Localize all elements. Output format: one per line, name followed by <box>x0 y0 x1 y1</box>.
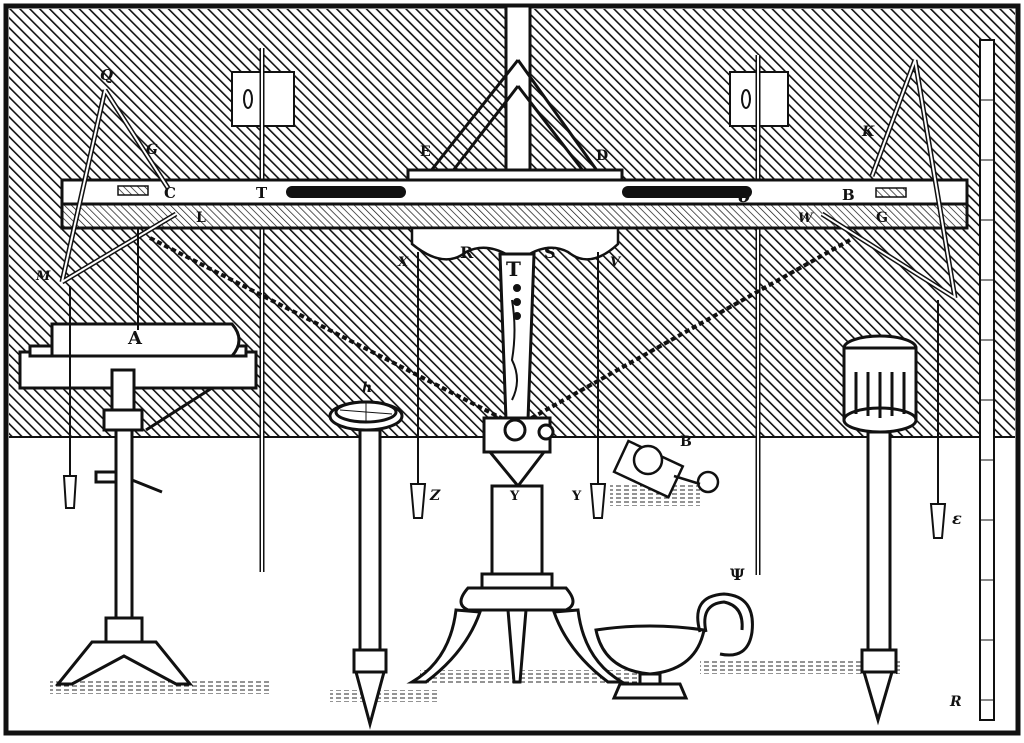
ground-shading <box>50 484 900 702</box>
label-l: L <box>196 210 206 226</box>
label-v: V <box>610 255 622 270</box>
label-h: h <box>362 380 372 396</box>
pillar-ornament <box>510 284 521 401</box>
label-z: Z <box>429 488 441 504</box>
label-b: B <box>842 186 855 204</box>
twisted-cords <box>149 236 851 422</box>
left-plumb-bobs <box>62 228 139 509</box>
label-q: Q <box>100 66 113 84</box>
label-e: E <box>420 144 431 160</box>
label-y-right: Y <box>571 489 582 504</box>
label-d: D <box>596 148 608 164</box>
gear-mechanism <box>612 439 720 499</box>
label-c: C <box>164 184 176 202</box>
label-x: X <box>397 255 409 270</box>
label-psi: Ψ <box>730 565 745 584</box>
label-a: A <box>127 328 143 349</box>
left-stand <box>18 322 258 686</box>
label-b-small: B <box>680 434 692 450</box>
label-t-beam: T <box>256 184 268 202</box>
label-r-corner: R <box>949 694 962 710</box>
label-m: M <box>35 269 51 284</box>
measuring-ruler <box>979 39 995 721</box>
label-t-pillar: T <box>506 257 521 281</box>
label-s: S <box>544 243 556 262</box>
ornate-cup <box>594 592 754 700</box>
main-beam <box>60 178 969 230</box>
label-k: K <box>861 124 875 140</box>
central-pillar <box>406 252 628 684</box>
label-w: W <box>798 211 814 226</box>
plumb-lines <box>409 252 947 539</box>
label-y-left: Y <box>509 489 520 504</box>
label-r: R <box>460 243 474 262</box>
label-g-right: G <box>876 210 888 226</box>
label-epsilon: ε <box>952 509 962 528</box>
label-g: G <box>146 142 158 158</box>
figure-labels: A Q G C T L M E D σ B K G W X R S V T h … <box>35 66 962 710</box>
label-sigma: σ <box>738 186 752 207</box>
